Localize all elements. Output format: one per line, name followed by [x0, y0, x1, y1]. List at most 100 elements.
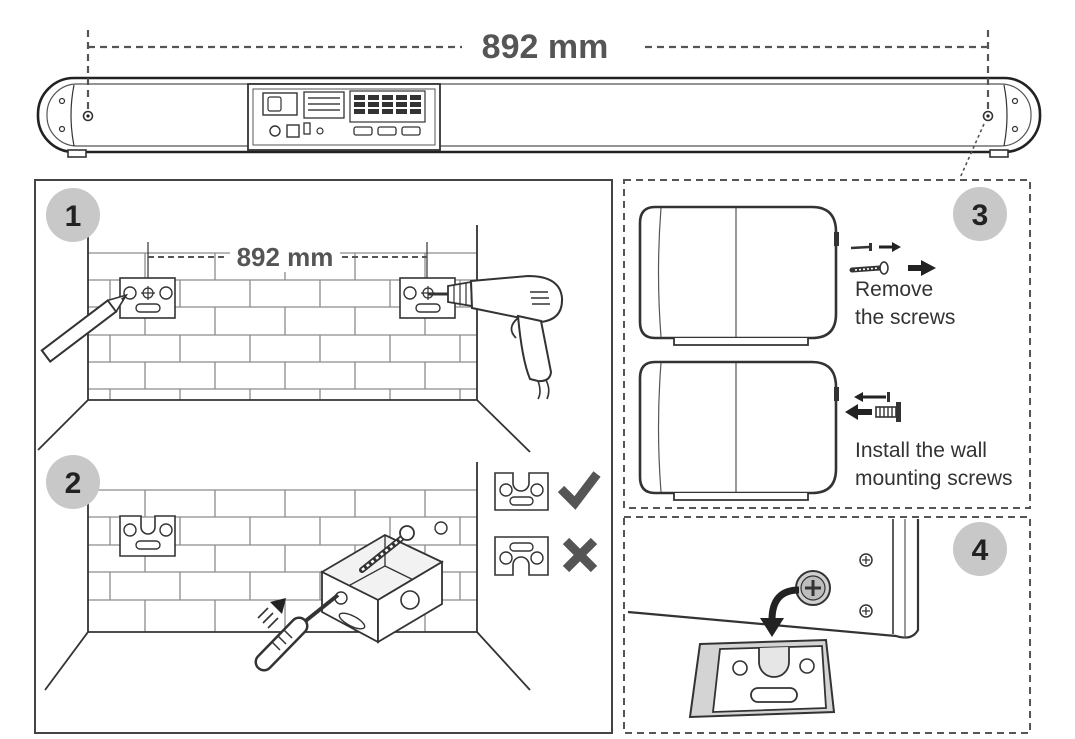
step-2-number: 2 [65, 467, 82, 500]
step-2-room-corner-lines [44, 462, 531, 691]
side-view-foot [673, 338, 809, 346]
bracket-orientation-correct [494, 471, 601, 511]
arrow-left-small-head [854, 392, 863, 402]
bracket-hole-left [123, 286, 137, 300]
connector-panel-inner [252, 88, 436, 146]
drilled-hole [434, 521, 448, 535]
plate-correct-outline [494, 472, 549, 511]
bracket-hole-right [159, 523, 173, 537]
keyhole-left-dot [86, 114, 90, 118]
step-1-right-mounting-bracket [399, 277, 456, 319]
check-mark-icon [557, 471, 601, 510]
bracket-right-hole [400, 590, 420, 610]
phillips-cross-icon [805, 580, 821, 596]
pencil-body [40, 298, 118, 364]
hanging-screw-head [795, 570, 831, 606]
install-screws-text-line2: mounting screws [855, 467, 1013, 490]
screwdriver-handle [257, 619, 306, 669]
pencil-lead [121, 295, 127, 302]
cross-icon [562, 537, 598, 573]
installed-screw-top-cross [862, 556, 870, 564]
side-view-screw-hole [834, 387, 839, 401]
step-3-illustration: Remove the screws Install the wall mount… [638, 205, 1013, 501]
plate-slot [509, 496, 534, 506]
hdmi-port-2 [377, 126, 397, 136]
end-screw-left-bottom [58, 125, 66, 133]
plate-hole-left [499, 551, 513, 565]
hdmi-port-1 [353, 126, 373, 136]
mounting-screw-body [875, 406, 897, 418]
step-4-number: 4 [972, 534, 989, 567]
push-arrow-head [270, 598, 286, 614]
bracket-hole-right [799, 658, 815, 674]
side-view-body [638, 205, 838, 340]
plate-hole-right [530, 483, 544, 497]
drill-chuck-rings [453, 283, 467, 305]
small-screw [850, 245, 870, 250]
large-screw-thread [854, 267, 880, 271]
overall-width-dimension: 892 mm [86, 28, 990, 110]
side-view-screw-hole [834, 232, 839, 246]
step-3-frame [623, 179, 1031, 509]
drill-trigger [510, 317, 519, 339]
overall-width-label: 892 mm [482, 28, 609, 66]
push-arrow-motion-lines [257, 607, 279, 629]
soundbar-inner-outline [46, 83, 1032, 147]
bracket-keyhole-notch [758, 647, 790, 678]
bracket-slot [135, 540, 161, 550]
remove-screws-text-line1: Remove [855, 278, 933, 301]
step-1-illustration: 892 mm [37, 225, 564, 453]
soundbar-bottom-edge [627, 519, 920, 639]
usb-port [303, 122, 311, 135]
side-view-body [638, 360, 838, 495]
step-1-number: 1 [65, 200, 82, 233]
large-screw-head [879, 261, 889, 275]
bracket-slot [338, 612, 366, 630]
step-1-badge-circle [46, 188, 100, 242]
small-screw-head [887, 392, 890, 402]
reset-button [316, 127, 324, 135]
bracket-slot [415, 303, 441, 313]
mounting-screw-head [896, 402, 901, 422]
bracket-hole-left [403, 286, 417, 300]
bracket-orientation-incorrect [494, 536, 598, 576]
push-arrow-icon [257, 598, 286, 629]
step-1-room-corner-lines [37, 225, 531, 453]
step-1-dimension-label: 892 mm [237, 242, 334, 272]
step-3-badge: 3 [953, 187, 1007, 241]
wall-bracket-closeup [688, 638, 836, 719]
step-2-badge: 2 [46, 455, 100, 509]
end-screw-right-bottom [1011, 125, 1019, 133]
aux-jack [269, 125, 281, 137]
arrow-left-large-head [845, 404, 858, 420]
screwdriver-grip-lines [271, 629, 293, 651]
drill-vents [530, 291, 550, 305]
arrow-left-large-shaft [856, 409, 872, 415]
plate-hole-right [530, 551, 544, 565]
soundbar-connector-panel [247, 83, 441, 151]
step-2-badge-circle [46, 455, 100, 509]
install-screws-text-line1: Install the wall [855, 439, 987, 462]
small-screw-head [869, 243, 872, 251]
plate-hole-left [499, 483, 513, 497]
hdmi-port-3 [401, 126, 421, 136]
step-3-number: 3 [972, 199, 989, 232]
step-3-badge-circle [953, 187, 1007, 241]
screws-install-icon [845, 392, 901, 422]
step-2-illustration [44, 462, 601, 691]
arrow-right-large-shaft [908, 265, 922, 271]
vent-grille [354, 95, 421, 114]
bracket-slot [135, 303, 161, 313]
bracket-hole-left [732, 660, 748, 676]
arrow-right-small-head [892, 242, 901, 252]
step-2-wall-bricks [88, 489, 477, 632]
step-4-badge-circle [953, 522, 1007, 576]
rating-label-lines [308, 97, 340, 111]
side-view-foot [673, 493, 809, 501]
rating-label [303, 91, 345, 119]
crosshair-icon [141, 286, 155, 300]
soundbar-end-closeup [627, 519, 920, 639]
bracket-slot [750, 687, 798, 703]
soundbar-end-seam-right [1003, 84, 1008, 147]
